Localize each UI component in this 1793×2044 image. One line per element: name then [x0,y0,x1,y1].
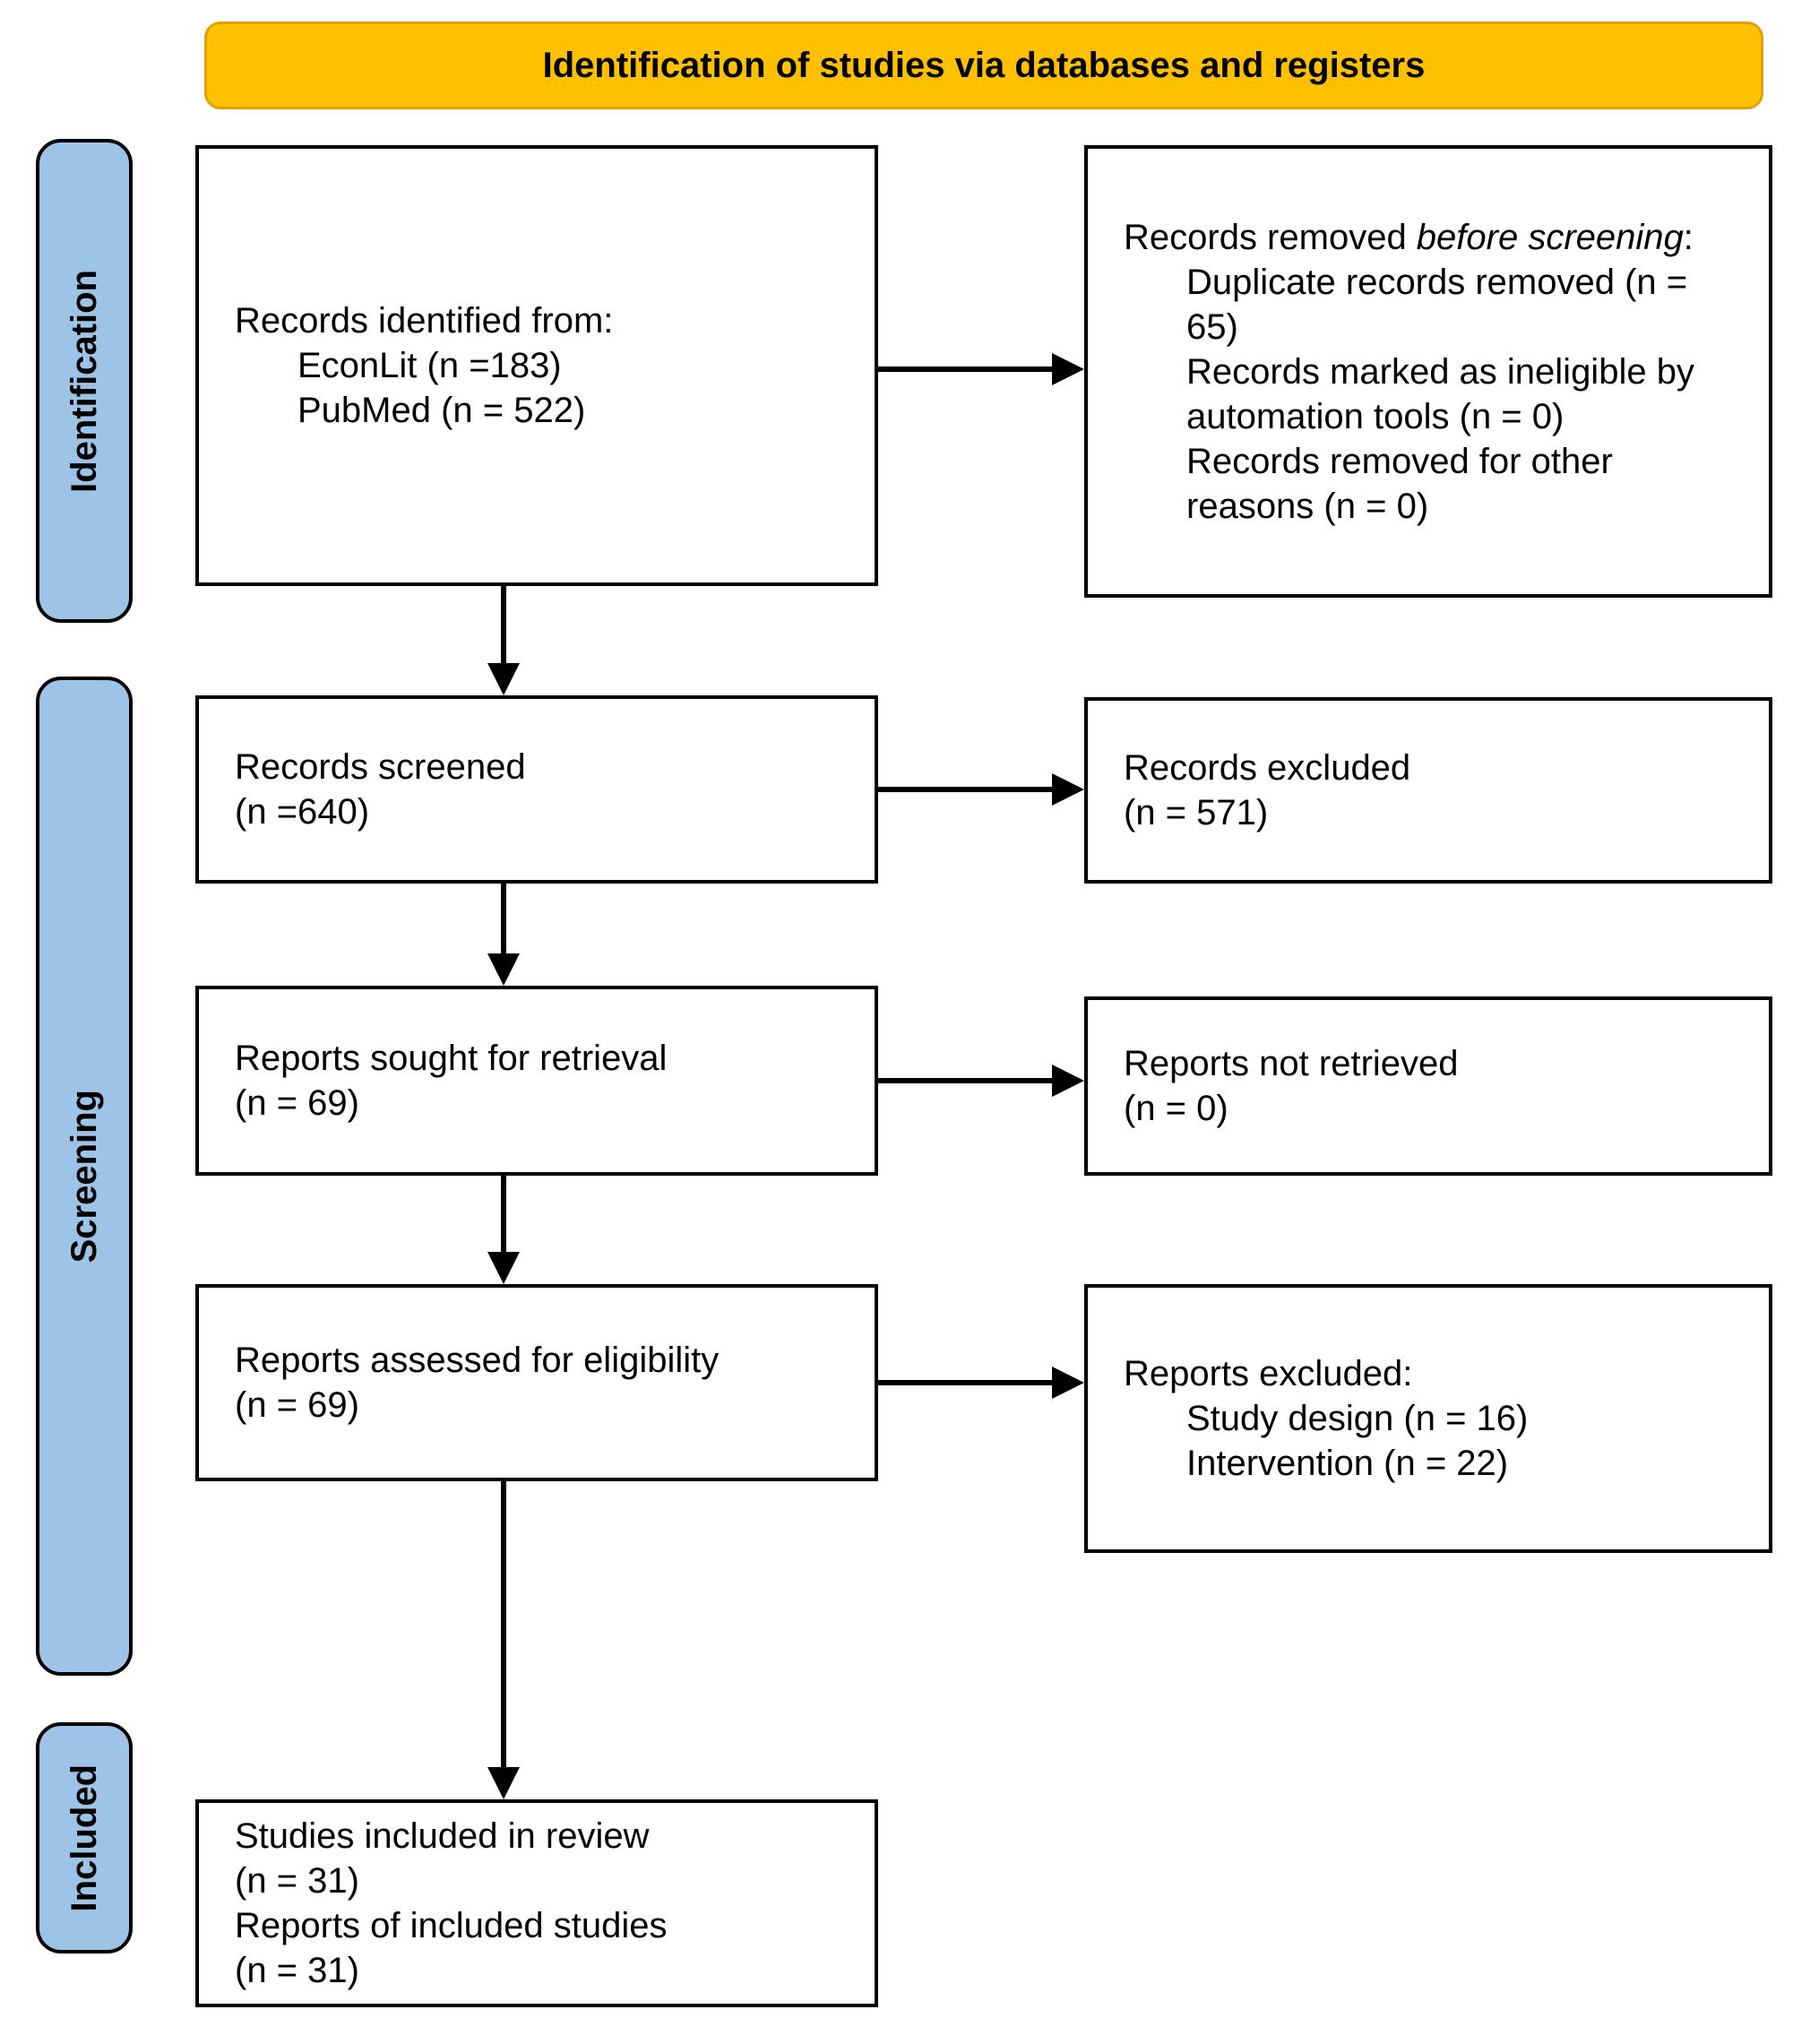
arrow-head [487,1252,520,1284]
box-line: (n = 69) [235,1385,359,1425]
diagram-title: Identification of studies via databases … [542,45,1426,85]
arrow-head [1052,1065,1084,1097]
arrow-shaft [878,367,1052,372]
box-line: (n = 31) [235,1861,359,1901]
arrow-shaft [878,1078,1052,1083]
box-line: (n =640) [235,792,370,832]
arrow-shaft [878,1380,1052,1385]
arrow-head [487,953,520,986]
heading-colon: : [1683,217,1694,257]
heading-text: Records removed [1124,217,1417,257]
arrow-down-icon-screened-to-sought [487,884,520,986]
box-reports-not-retrieved: Reports not retrieved (n = 0) [1084,996,1772,1176]
box-heading: Reports excluded: [1124,1354,1413,1393]
box-line: PubMed (n = 522) [297,391,586,430]
box-records-removed: Records removed before screening: Duplic… [1084,145,1772,598]
stage-identification: Identification [36,139,133,623]
box-records-screened: Records screened (n =640) [195,695,878,884]
arrow-shaft [878,787,1052,792]
box-records-excluded: Records excluded (n = 571) [1084,697,1772,884]
arrow-head [1052,1367,1084,1399]
arrow-right-icon-assessed-to-excluded [878,1367,1084,1399]
arrow-shaft [501,586,506,663]
box-line: (n = 0) [1124,1089,1228,1128]
box-records-identified: Records identified from: EconLit (n =183… [195,145,878,586]
box-line: Records screened [235,747,526,787]
arrow-right-icon-screened-to-excluded [878,773,1084,806]
stage-included-label: Included [64,1764,104,1912]
arrow-shaft [501,1481,506,1767]
box-line: Reports of included studies [235,1906,668,1945]
arrow-down-icon-assessed-to-included [487,1481,520,1799]
box-line: Records excluded [1124,748,1411,788]
box-reports-excluded: Reports excluded: Study design (n = 16) … [1084,1284,1772,1553]
box-line: Records marked as ineligible by automati… [1186,351,1694,436]
arrow-down-icon-identified-to-screened [487,586,520,695]
box-heading: Records identified from: [235,301,614,341]
box-reports-assessed: Reports assessed for eligibility (n = 69… [195,1284,878,1481]
box-line: Reports assessed for eligibility [235,1341,720,1380]
box-included-studies: Studies included in review (n = 31) Repo… [195,1799,878,2007]
box-reports-sought: Reports sought for retrieval (n = 69) [195,986,878,1176]
arrow-head [487,663,520,695]
box-heading: Records removed before screening: [1124,215,1746,260]
box-line: Intervention (n = 22) [1186,1444,1509,1483]
heading-emphasis: before screening [1416,217,1684,257]
arrow-right-icon-identified-to-removed [878,353,1084,385]
arrow-right-icon-sought-to-notretrieved [878,1065,1084,1097]
arrow-down-icon-sought-to-assessed [487,1176,520,1284]
box-line: Studies included in review [235,1816,650,1856]
box-line: Reports sought for retrieval [235,1039,668,1078]
box-line: (n = 31) [235,1951,359,1990]
box-line: Records removed for other reasons (n = 0… [1186,441,1613,526]
box-line: Reports not retrieved [1124,1044,1459,1083]
diagram-title-banner: Identification of studies via databases … [204,22,1763,109]
arrow-shaft [501,884,506,953]
arrow-head [1052,353,1084,385]
box-line: Duplicate records removed (n = 65) [1186,262,1688,347]
stage-screening-label: Screening [64,1089,104,1263]
box-line: (n = 571) [1124,793,1269,832]
arrow-shaft [501,1176,506,1252]
stage-included: Included [36,1722,133,1953]
arrow-head [1052,773,1084,806]
box-line: (n = 69) [235,1083,359,1123]
stage-identification-label: Identification [64,269,104,493]
box-line: Study design (n = 16) [1186,1399,1529,1438]
arrow-head [487,1767,520,1799]
stage-screening: Screening [36,677,133,1676]
box-line: EconLit (n =183) [297,346,562,385]
